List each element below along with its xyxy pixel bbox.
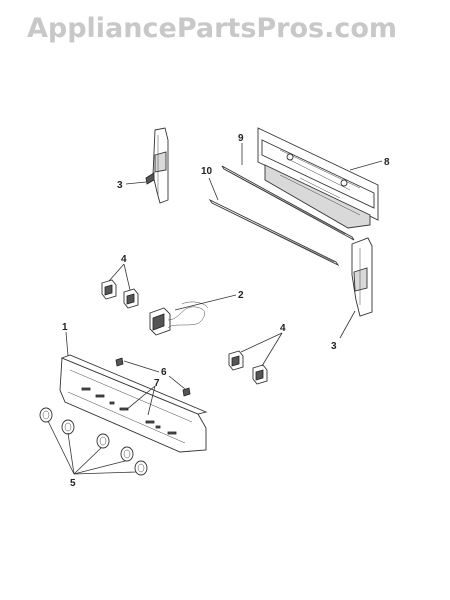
callout-1: 1 (62, 322, 68, 333)
gasket-strip (208, 198, 340, 267)
callout-5: 5 (70, 478, 76, 489)
callout-7: 7 (154, 378, 160, 389)
callout-4-right: 4 (280, 323, 286, 334)
knob (61, 419, 75, 435)
end-cap-left (145, 127, 169, 204)
end-cap-right (351, 237, 373, 317)
callout-8: 8 (384, 157, 390, 168)
knob (96, 433, 110, 449)
switch-pair-right (228, 350, 268, 385)
watermark-logo: AppliancePartsPros.com (27, 13, 397, 44)
callout-3-right: 3 (331, 341, 337, 352)
control-panel (59, 354, 208, 453)
callout-2: 2 (238, 290, 244, 301)
trim-strip (221, 165, 355, 241)
callout-6: 6 (161, 367, 167, 378)
callout-10: 10 (201, 166, 213, 177)
callout-labels: 3 9 10 8 4 2 3 4 1 6 7 5 (62, 133, 390, 489)
switch-pair-left (101, 279, 139, 309)
screws (115, 357, 191, 397)
leader-lines (47, 143, 383, 475)
callout-4-left: 4 (121, 254, 127, 265)
spark-module (149, 301, 209, 336)
callout-3-left: 3 (117, 180, 123, 191)
callout-9: 9 (238, 133, 244, 144)
knob (120, 446, 134, 462)
backguard-panel (257, 127, 379, 229)
knob (134, 460, 148, 476)
knob (39, 407, 53, 423)
control-knobs (39, 407, 148, 476)
